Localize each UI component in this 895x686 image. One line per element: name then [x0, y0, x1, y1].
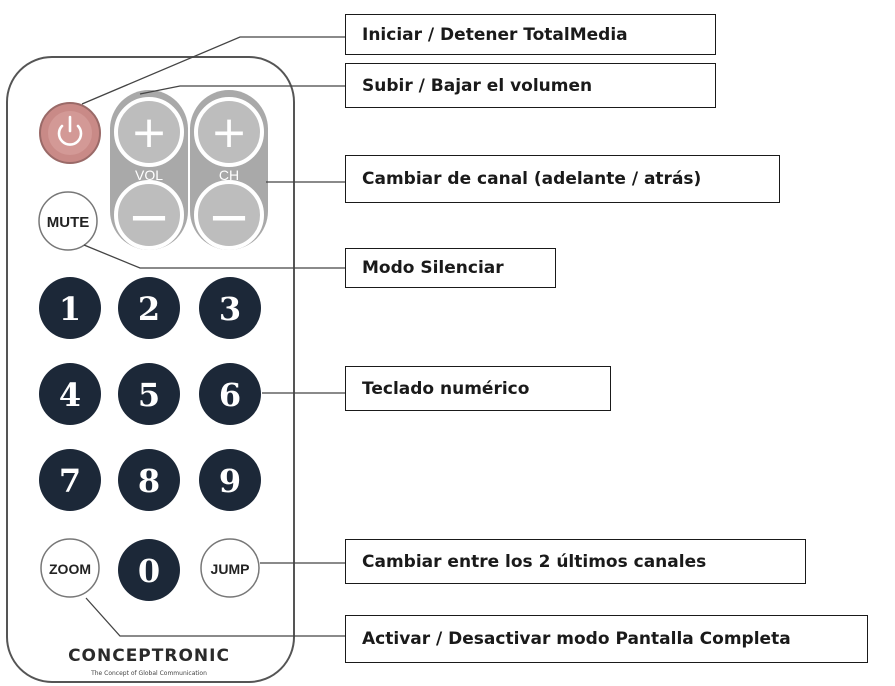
digit-label: 1 — [59, 290, 81, 328]
leader-volume — [139, 85, 345, 95]
channel-minus-glyph: — — [211, 196, 247, 237]
digit-button-2[interactable]: 2 — [118, 277, 180, 339]
digit-button-7[interactable]: 7 — [39, 449, 101, 511]
mute-button[interactable]: MUTE — [38, 191, 98, 251]
jump-label: JUMP — [211, 561, 250, 577]
volume-plus-glyph: + — [131, 107, 168, 158]
volume-rocker[interactable]: + — VOL — [110, 90, 188, 250]
digit-label: 4 — [59, 376, 81, 414]
channel-rocker[interactable]: + — CH — [190, 90, 268, 250]
digit-button-3[interactable]: 3 — [199, 277, 261, 339]
power-button[interactable] — [39, 102, 101, 164]
digit-label: 9 — [219, 462, 241, 500]
channel-down-button[interactable] — [194, 180, 264, 250]
channel-plus-glyph: + — [211, 107, 248, 158]
digit-label: 0 — [138, 552, 160, 590]
volume-down-button[interactable] — [114, 180, 184, 250]
leader-lines — [81, 36, 345, 637]
callout-zoom: Activar / Desactivar modo Pantalla Compl… — [345, 615, 868, 663]
digit-label: 6 — [219, 376, 241, 414]
zoom-button[interactable]: ZOOM — [40, 538, 100, 598]
callout-power: Iniciar / Detener TotalMedia — [345, 14, 716, 55]
callout-numpad: Teclado numérico — [345, 366, 611, 411]
callout-volume: Subir / Bajar el volumen — [345, 63, 716, 108]
digit-label: 7 — [59, 462, 81, 500]
power-icon — [57, 115, 83, 146]
volume-minus-glyph: — — [131, 196, 167, 237]
leader-mute — [83, 244, 345, 269]
digit-button-9[interactable]: 9 — [199, 449, 261, 511]
digit-button-1[interactable]: 1 — [39, 277, 101, 339]
volume-up-button[interactable] — [114, 97, 184, 167]
mute-label: MUTE — [47, 214, 90, 231]
jump-button[interactable]: JUMP — [200, 538, 260, 598]
channel-up-button[interactable] — [194, 97, 264, 167]
ch-label: CH — [219, 167, 239, 183]
callout-mute: Modo Silenciar — [345, 248, 556, 288]
digit-label: 8 — [138, 462, 160, 500]
digit-button-0[interactable]: 0 — [118, 539, 180, 601]
callout-channel: Cambiar de canal (adelante / atrás) — [345, 155, 780, 203]
brand-logo: CONCEPTRONIC — [68, 646, 230, 666]
brand-tagline: The Concept of Global Communication — [91, 670, 207, 677]
digit-button-4[interactable]: 4 — [39, 363, 101, 425]
digit-button-5[interactable]: 5 — [118, 363, 180, 425]
digit-button-8[interactable]: 8 — [118, 449, 180, 511]
numeric-keypad: 1 2 3 4 5 6 7 8 9 0 — [39, 277, 261, 601]
zoom-label: ZOOM — [49, 561, 91, 577]
callout-jump: Cambiar entre los 2 últimos canales — [345, 539, 806, 584]
leader-zoom — [85, 597, 345, 637]
digit-button-6[interactable]: 6 — [199, 363, 261, 425]
digit-label: 2 — [138, 290, 160, 328]
leader-power — [81, 36, 345, 105]
vol-label: VOL — [135, 167, 163, 183]
digit-label: 5 — [138, 376, 160, 414]
digit-label: 3 — [219, 290, 241, 328]
